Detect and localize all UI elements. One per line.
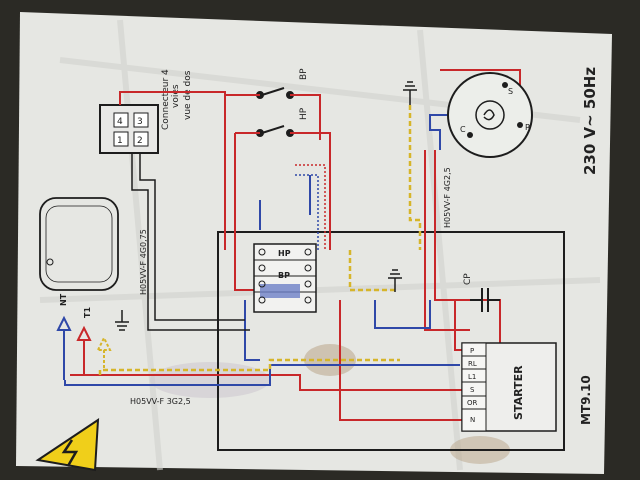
supply-arrows [56,315,112,380]
switch-bp-label: BP [299,68,309,80]
starter-terminal: L1 [468,373,476,381]
starter-terminal: N [470,416,475,424]
terminal-block [253,243,317,313]
starter-relay [461,342,557,432]
motor-pin-c: C [460,125,466,134]
paper-creases [39,19,601,471]
connector-pin: 1 [117,136,123,146]
connector-label: Connecteur 4 [161,69,171,130]
ground-icon [115,310,129,331]
capacitor [470,288,500,312]
connector-pin: 4 [117,117,123,127]
model-label: MT9.10 [579,375,593,425]
wires-earth [98,105,422,375]
terminal-hp-label: HP [278,249,291,258]
connector-label: vue de dos [183,70,193,120]
wires-black [131,153,250,331]
stain [150,362,270,398]
ground-icon [403,81,417,105]
device-outline [39,197,119,291]
starter-terminal: RL [468,360,477,368]
wires-dotted [295,164,326,250]
ground-icon [388,269,402,292]
starter-terminal: P [470,347,474,355]
supply-nt-label: NT [59,293,68,306]
high-voltage-warning-icon [35,418,100,472]
enclosure-box [217,231,565,451]
terminal-bp-label: BP [278,271,290,280]
capacitor-label: CP [463,273,473,285]
motor-spiral-icon [483,109,495,121]
motor-cable-label: H05VV-F 4G2,5 [443,167,452,228]
connector-4-way: 4 3 1 2 [99,104,159,154]
starter-terminal: S [470,386,475,394]
wires-red [70,69,521,421]
voltage-title: 230 V~ 50Hz [581,67,599,175]
connector-cable-label: H05VV-F 4G0,75 [139,229,148,295]
starter-terminal: OR [467,399,478,407]
connector-pin: 2 [137,136,143,146]
switch-hp-label: HP [299,107,309,120]
supply-t1-label: T1 [83,307,92,318]
connector-label: voies [171,84,181,108]
motor-pin-s: S [508,87,513,96]
supply-cable-label: H05VV-F 3G2,5 [130,397,191,406]
motor-pin-r: R [525,123,531,132]
starter-label: STARTER [512,365,525,420]
compressor-motor [447,72,533,158]
connector-pin: 3 [137,117,143,127]
